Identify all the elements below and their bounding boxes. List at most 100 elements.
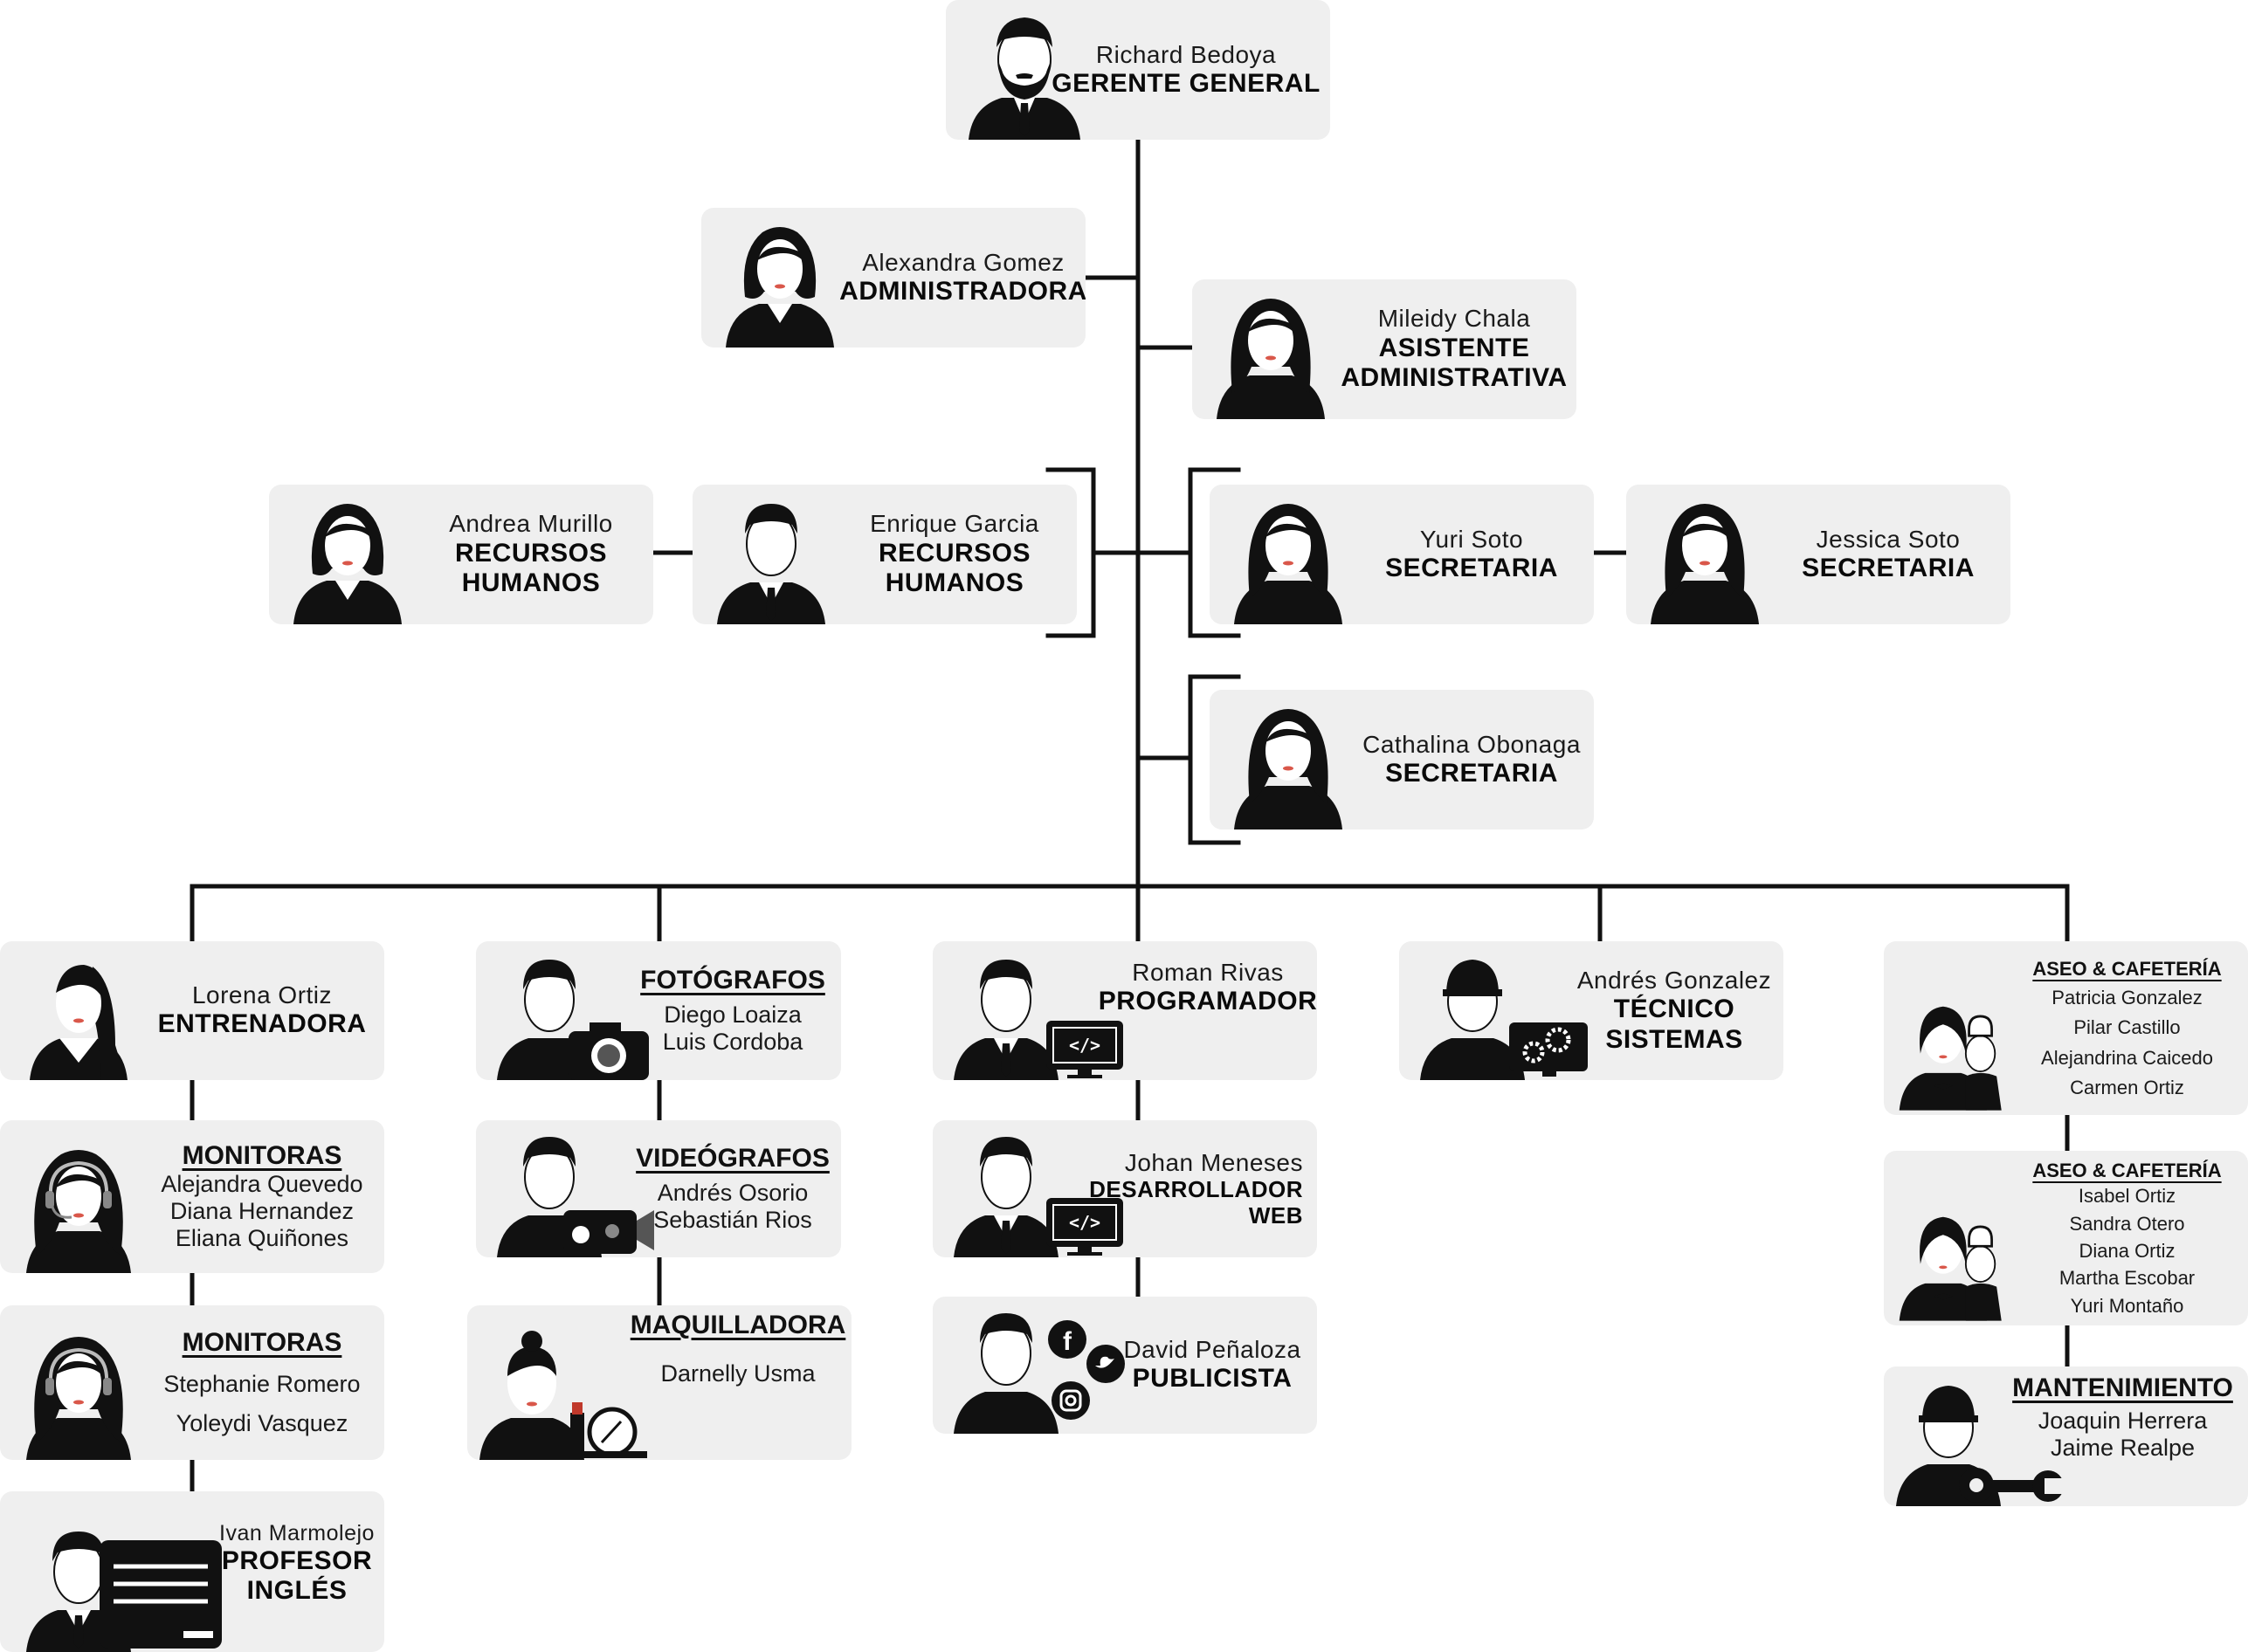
headset-woman-avatar-icon: [17, 1142, 140, 1273]
fotografos-title: FOTÓGRAFOS: [640, 966, 825, 996]
node-aseo-cafeteria-2: ASEO & CAFETERÍA Isabel Ortiz Sandra Ote…: [1884, 1151, 2248, 1325]
svg-text:</>: </>: [1069, 1212, 1100, 1233]
general-name: Richard Bedoya: [1096, 41, 1276, 69]
node-programador: </> Roman Rivas PROGRAMADOR: [933, 941, 1317, 1080]
cleaning-staff-icon: [1896, 984, 2010, 1115]
makeup-artist-icon: [476, 1329, 651, 1460]
node-aseo-cafeteria-1: ASEO & CAFETERÍA Patricia Gonzalez Pilar…: [1884, 941, 2248, 1115]
rrhh1-role-2: HUMANOS: [462, 568, 601, 599]
woman-ponytail-avatar-icon: [17, 949, 140, 1080]
node-maquilladora: MAQUILLADORA Darnelly Usma: [467, 1305, 852, 1460]
node-publicista: f David Peñaloza PUBLICISTA: [933, 1297, 1317, 1434]
rrhh1-name: Andrea Murillo: [449, 510, 613, 538]
publicista-name: David Peñaloza: [1123, 1336, 1300, 1364]
aseo1-title: ASEO & CAFETERÍA: [2032, 958, 2221, 980]
aseo1-member: Pilar Castillo: [2073, 1016, 2180, 1038]
node-recursos-humanos-2: Enrique Garcia RECURSOS HUMANOS: [693, 485, 1077, 624]
instagram-icon: [1052, 1381, 1090, 1420]
node-fotografos: FOTÓGRAFOS Diego Loaiza Luis Cordoba: [476, 941, 841, 1080]
sec1-name: Yuri Soto: [1420, 526, 1523, 554]
aseo1-member: Carmen Ortiz: [2070, 1077, 2184, 1098]
node-administradora: Alexandra Gomez ADMINISTRADORA: [701, 208, 1086, 348]
man-suit-avatar-icon: [710, 493, 832, 624]
profesor-role-2: INGLÉS: [247, 1576, 348, 1607]
node-monitoras-2: MONITORAS Stephanie Romero Yoleydi Vasqu…: [0, 1305, 384, 1460]
desarrollador-role-1: DESARROLLADOR: [1089, 1177, 1303, 1203]
node-secretaria-3: Cathalina Obonaga SECRETARIA: [1210, 690, 1594, 829]
admin-name: Alexandra Gomez: [862, 249, 1065, 277]
node-recursos-humanos-1: Andrea Murillo RECURSOS HUMANOS: [269, 485, 653, 624]
node-videografos: VIDEÓGRAFOS Andrés Osorio Sebastián Rios: [476, 1120, 841, 1257]
aseo1-member: Alejandrina Caicedo: [2041, 1047, 2213, 1069]
videografos-title: VIDEÓGRAFOS: [636, 1144, 830, 1174]
node-secretaria-2: Jessica Soto SECRETARIA: [1626, 485, 2010, 624]
fotografos-member: Luis Cordoba: [663, 1029, 803, 1056]
node-asistente-administrativa: Mileidy Chala ASISTENTE ADMINISTRATIVA: [1192, 279, 1576, 419]
monitoras1-member: Eliana Quiñones: [176, 1225, 348, 1252]
aseo2-member: Martha Escobar: [2059, 1267, 2195, 1289]
woman-avatar-icon: [1644, 493, 1766, 624]
node-profesor-ingles: Ivan Marmolejo PROFESOR INGLÉS: [0, 1491, 384, 1652]
node-desarrollador-web: </> Johan Meneses DESARROLLADOR WEB: [933, 1120, 1317, 1257]
aseo2-member: Sandra Otero: [2069, 1213, 2184, 1235]
woman-avatar-icon: [1227, 699, 1349, 829]
aseo2-title: ASEO & CAFETERÍA: [2032, 1160, 2221, 1181]
svg-text:f: f: [1063, 1327, 1072, 1356]
rrhh2-role-1: RECURSOS: [879, 539, 1031, 569]
asistente-role-2: ADMINISTRATIVA: [1341, 363, 1567, 394]
programador-name: Roman Rivas: [1132, 959, 1284, 987]
rrhh1-role-1: RECURSOS: [455, 539, 607, 569]
node-tecnico-sistemas: Andrés Gonzalez TÉCNICO SISTEMAS: [1399, 941, 1783, 1080]
tecnico-role-1: TÉCNICO: [1614, 995, 1735, 1025]
mantenimiento-member: Joaquin Herrera: [2038, 1408, 2208, 1435]
publicista-role: PUBLICISTA: [1133, 1364, 1293, 1394]
monitoras2-member: Yoleydi Vasquez: [176, 1410, 348, 1437]
aseo2-member: Yuri Montaño: [2071, 1295, 2184, 1317]
sec2-role: SECRETARIA: [1802, 554, 1975, 584]
aseo2-member: Diana Ortiz: [2079, 1240, 2175, 1262]
svg-text:</>: </>: [1069, 1035, 1100, 1056]
woman-avatar-icon: [1210, 288, 1332, 419]
desarrollador-name: Johan Meneses: [1125, 1149, 1303, 1177]
sec3-name: Cathalina Obonaga: [1362, 731, 1581, 759]
monitoras2-title: MONITORAS: [183, 1328, 342, 1359]
aseo1-member: Patricia Gonzalez: [2051, 987, 2202, 1008]
node-gerente-general: Richard Bedoya GERENTE GENERAL: [946, 0, 1330, 140]
tecnico-role-2: SISTEMAS: [1605, 1025, 1742, 1056]
asistente-role-1: ASISTENTE: [1379, 334, 1530, 364]
videografos-member: Andrés Osorio: [658, 1180, 809, 1207]
desarrollador-role-2: WEB: [1249, 1203, 1303, 1229]
monitoras1-title: MONITORAS: [183, 1141, 342, 1172]
rrhh2-role-2: HUMANOS: [886, 568, 1024, 599]
cleaning-staff-icon: [1896, 1194, 2010, 1325]
fotografos-member: Diego Loaiza: [664, 1002, 802, 1029]
admin-role: ADMINISTRADORA: [839, 277, 1086, 307]
asistente-name: Mileidy Chala: [1378, 305, 1531, 333]
sec2-name: Jessica Soto: [1817, 526, 1961, 554]
node-mantenimiento: MANTENIMIENTO Joaquin Herrera Jaime Real…: [1884, 1366, 2248, 1506]
node-entrenadora: Lorena Ortiz ENTRENADORA: [0, 941, 384, 1080]
general-role: GERENTE GENERAL: [1052, 69, 1321, 100]
profesor-role-1: PROFESOR: [222, 1546, 372, 1577]
publicist-social-icon: f: [950, 1303, 1125, 1434]
monitoras2-member: Stephanie Romero: [163, 1371, 360, 1398]
woman-avatar-icon: [719, 217, 841, 348]
monitoras1-member: Alejandra Quevedo: [161, 1171, 362, 1198]
headset-woman-avatar-icon: [17, 1329, 140, 1460]
monitoras1-member: Diana Hernandez: [170, 1198, 354, 1225]
teacher-board-avatar-icon: [26, 1521, 236, 1652]
technician-gears-icon: [1417, 949, 1591, 1080]
woman-avatar-icon: [286, 493, 409, 624]
profesor-name: Ivan Marmolejo: [219, 1521, 375, 1546]
rrhh2-name: Enrique Garcia: [870, 510, 1039, 538]
maquilladora-title: MAQUILLADORA: [631, 1311, 846, 1341]
videografos-member: Sebastián Rios: [653, 1207, 812, 1234]
tecnico-name: Andrés Gonzalez: [1577, 967, 1771, 995]
node-monitoras-1: MONITORAS Alejandra Quevedo Diana Hernan…: [0, 1120, 384, 1273]
entrenadora-role: ENTRENADORA: [158, 1009, 367, 1040]
sec3-role: SECRETARIA: [1385, 759, 1558, 789]
mantenimiento-title: MANTENIMIENTO: [2012, 1373, 2233, 1404]
programador-role: PROGRAMADOR: [1099, 987, 1317, 1017]
sec1-role: SECRETARIA: [1385, 554, 1558, 584]
node-secretaria-1: Yuri Soto SECRETARIA: [1210, 485, 1594, 624]
